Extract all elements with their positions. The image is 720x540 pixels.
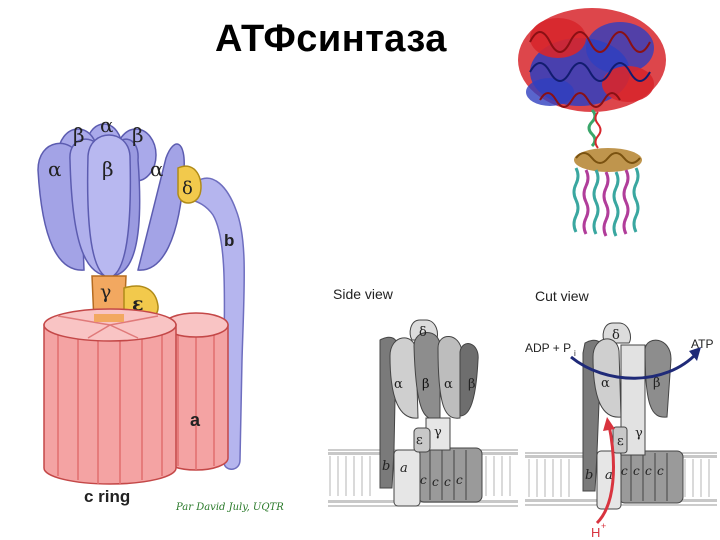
cut-rotation-arrowhead (689, 347, 701, 361)
delta-subunit (177, 165, 202, 204)
cut-label-c-2: c (633, 464, 640, 478)
side-view-title: Side view (333, 286, 393, 302)
cut-c-ring (618, 450, 684, 504)
image-credit: Par David July, UQTR (175, 502, 284, 513)
cut-adp-label: ADP + P (525, 341, 571, 355)
head-label-beta-1: β (73, 123, 85, 147)
side-label-c-1: c (420, 473, 427, 487)
label-b: b (224, 231, 234, 250)
side-label-b: b (382, 459, 390, 474)
head-label-alpha-3: α (150, 157, 164, 181)
cut-atp-label: ATP (691, 337, 713, 351)
atp-synthase-cartoon: β α β α β α δ b γ ε a (37, 113, 284, 513)
c-ring (43, 308, 177, 485)
cut-proton-arrowhead (603, 417, 615, 431)
label-delta: δ (182, 178, 193, 199)
side-label-epsilon: ε (416, 433, 423, 448)
side-stalk (413, 417, 451, 453)
slide-title: АТФсинтаза (215, 18, 447, 60)
stator-b-arm (191, 177, 246, 470)
cut-label-alpha: α (601, 376, 610, 391)
cut-rotation-arrow (570, 351, 699, 380)
side-label-beta-right: β (468, 377, 476, 392)
cut-label-b: b (585, 468, 593, 483)
cut-proton-sup: + (601, 521, 606, 531)
label-a: a (190, 410, 201, 430)
head-label-beta-3: β (102, 157, 114, 181)
head-label-alpha-2: α (48, 157, 62, 181)
side-label-a: a (400, 461, 408, 476)
label-epsilon: ε (132, 293, 144, 315)
side-label-alpha-left: α (394, 377, 403, 392)
side-label-c-3: c (444, 475, 451, 489)
label-gamma: γ (100, 281, 111, 303)
cut-view-title: Cut view (535, 288, 589, 304)
cut-label-epsilon: ε (617, 434, 624, 449)
side-label-c-4: c (456, 473, 463, 487)
head-label-beta-2: β (132, 123, 144, 147)
stalk-ribbon (587, 108, 602, 149)
atp-synthase-structure (518, 8, 666, 237)
cut-label-c-1: c (621, 464, 628, 478)
cut-label-c-4: c (657, 464, 664, 478)
f1-ribbon-head (518, 8, 666, 112)
side-label-gamma: γ (434, 425, 442, 440)
head-label-alpha-1: α (100, 113, 114, 137)
cut-label-delta: δ (612, 328, 620, 343)
side-label-c-2: c (432, 475, 439, 489)
side-label-beta: β (422, 377, 430, 392)
c-ring-ribbon (572, 148, 642, 237)
f1-head (37, 123, 185, 279)
cut-adp-subscript: i (574, 349, 576, 358)
cut-label-beta: β (653, 376, 661, 391)
cut-proton-label: H (591, 525, 600, 540)
cut-label-c-3: c (645, 464, 652, 478)
cut-proton-arrow (595, 424, 615, 525)
cut-head (592, 322, 672, 456)
a-subunit (163, 312, 229, 471)
cut-a-subunit (596, 450, 622, 510)
side-label-delta: δ (419, 325, 427, 340)
cut-label-gamma: γ (635, 426, 643, 441)
side-a-subunit (393, 449, 421, 507)
label-c-ring: c ring (84, 487, 130, 506)
cut-view-diagram: ADP + P i ATP H + δ α β γ ε b a c c c c (525, 322, 717, 540)
side-label-alpha-right: α (444, 377, 453, 392)
side-view-diagram: δ α β α β γ ε b a c c c c (328, 319, 518, 507)
cut-label-a: a (605, 468, 613, 483)
side-head (389, 319, 479, 420)
